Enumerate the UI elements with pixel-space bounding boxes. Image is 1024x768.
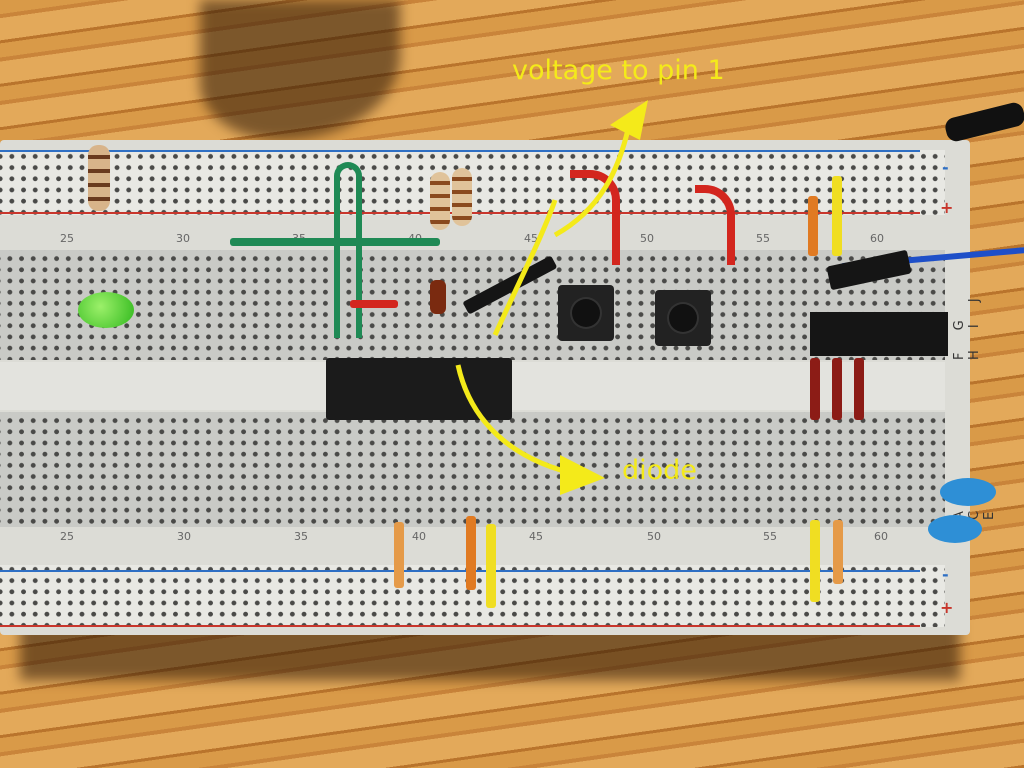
plus-sign: + xyxy=(940,198,954,217)
column-number: 30 xyxy=(176,232,190,245)
column-number: 45 xyxy=(524,232,538,245)
bottom-terminal-strip xyxy=(0,412,945,527)
voltage-arrow-curve xyxy=(553,119,633,238)
diode xyxy=(430,280,446,314)
arrowhead xyxy=(560,455,605,495)
green-led xyxy=(78,292,134,328)
minus-sign: - xyxy=(942,158,949,177)
orange-wire xyxy=(394,522,404,588)
column-number: 60 xyxy=(870,232,884,245)
voltage-to-pin1-label: voltage to pin 1 xyxy=(512,55,725,86)
column-number: 60 xyxy=(874,530,888,543)
column-number: 25 xyxy=(60,232,74,245)
column-number: 45 xyxy=(529,530,543,543)
yellow-wire xyxy=(810,520,820,602)
voltage-arrow xyxy=(492,199,558,337)
resistor xyxy=(452,168,472,226)
minus-sign: - xyxy=(942,565,949,584)
push-button xyxy=(655,290,711,346)
column-number: 50 xyxy=(640,232,654,245)
column-number: 30 xyxy=(177,530,191,543)
plus-sign: + xyxy=(940,598,954,617)
top-rail-blue-line xyxy=(0,150,920,152)
column-number: 35 xyxy=(294,530,308,543)
top-power-rail xyxy=(0,150,945,215)
column-number: 25 xyxy=(60,530,74,543)
dark-red-wire xyxy=(832,358,842,420)
red-wire xyxy=(695,185,735,265)
capacitor xyxy=(928,515,982,543)
arrowhead xyxy=(610,100,648,140)
capacitor xyxy=(940,478,996,506)
diode-label: diode xyxy=(622,455,697,486)
dark-red-wire xyxy=(810,358,820,420)
dark-red-wire xyxy=(854,358,864,420)
yellow-wire xyxy=(832,176,842,256)
red-wire xyxy=(350,300,398,308)
bottom-rail-blue-line xyxy=(0,570,920,572)
column-number: 55 xyxy=(756,232,770,245)
orange-wire xyxy=(808,196,818,256)
yellow-wire xyxy=(486,524,496,608)
orange-wire xyxy=(466,516,476,590)
green-wire xyxy=(334,162,362,338)
resistor xyxy=(430,172,450,230)
column-number: 55 xyxy=(763,530,777,543)
bottom-rail-red-line xyxy=(0,625,920,627)
header-connector xyxy=(810,312,948,356)
ic-chip xyxy=(326,358,512,420)
orange-wire xyxy=(833,520,843,584)
column-number: 40 xyxy=(412,530,426,543)
green-wire xyxy=(230,238,440,246)
resistor xyxy=(88,145,110,211)
diode-arrow xyxy=(455,364,581,478)
push-button xyxy=(558,285,614,341)
red-wire xyxy=(570,170,620,265)
column-number: 50 xyxy=(647,530,661,543)
